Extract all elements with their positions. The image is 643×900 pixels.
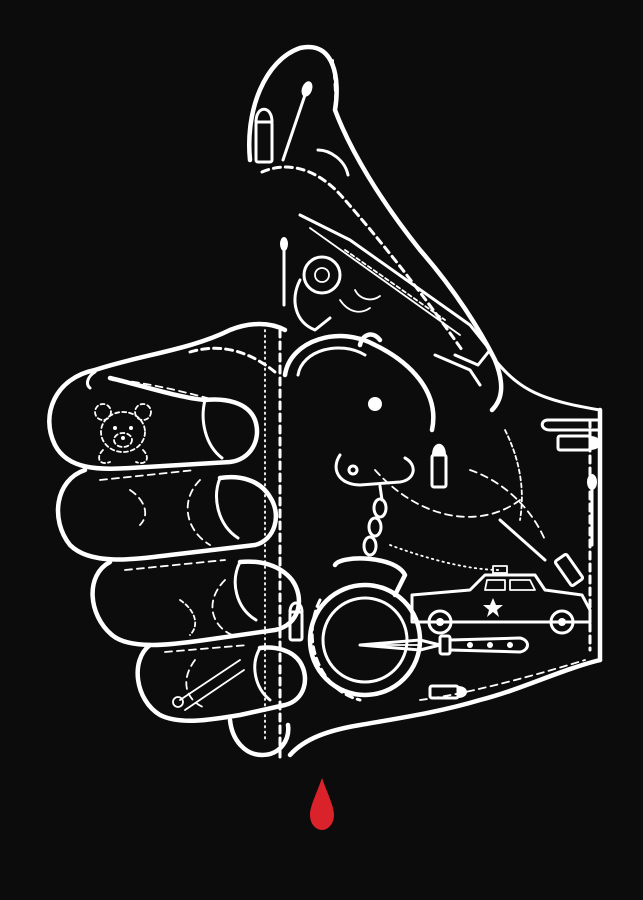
decorative-lines (129, 429, 547, 636)
knife-icon (358, 634, 529, 656)
police-car-icon (410, 565, 592, 635)
teddy-bear-icon (94, 403, 152, 464)
bullet-icon (254, 107, 601, 700)
sheriff-star-icon (483, 598, 503, 617)
revolver-icon (293, 213, 492, 387)
matchstick-icon (280, 81, 597, 547)
handcuffs-icon (282, 332, 436, 702)
blood-drop-icon (310, 778, 334, 830)
safety-pin-icon (172, 418, 600, 711)
thumbs-up-hand-outline (47, 44, 603, 762)
